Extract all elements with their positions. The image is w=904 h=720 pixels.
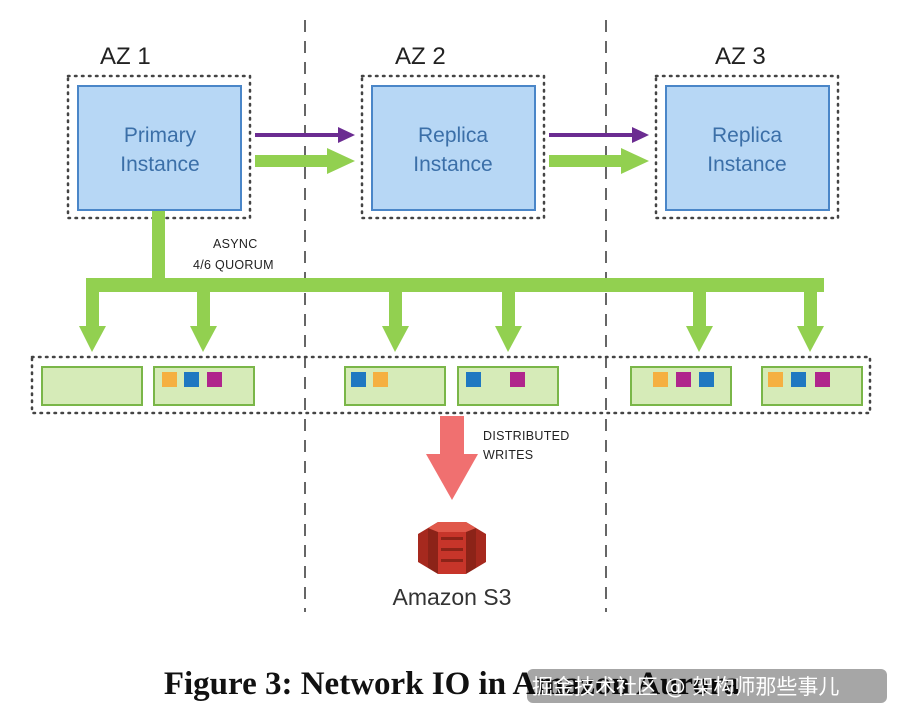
quorum-label-line1: ASYNC: [213, 237, 258, 251]
replica-instance-box-az2: [371, 85, 536, 211]
data-block-blue: [351, 372, 366, 387]
data-blocks: [162, 372, 830, 387]
distributed-writes-arrow: [426, 416, 478, 500]
data-block-orange: [373, 372, 388, 387]
data-block-magenta: [510, 372, 525, 387]
replica-instance-label-line2-az2: Instance: [413, 153, 492, 176]
az-3-instance-container: [654, 74, 840, 220]
green-arrow-az2-az3: [549, 148, 649, 174]
replica-instance-box-az3: [665, 85, 830, 211]
data-block-orange: [768, 372, 783, 387]
data-block-orange: [162, 372, 177, 387]
data-block-blue: [466, 372, 481, 387]
data-block-orange: [653, 372, 668, 387]
watermark-text: 掘金技术社区 @ 架构师那些事儿: [532, 675, 839, 699]
primary-instance-label-line2: Instance: [120, 153, 199, 176]
primary-instance-label-line1: Primary: [124, 124, 197, 147]
replica-instance-label-line1-az2: Replica: [418, 124, 488, 147]
distributed-writes-label-line1: DISTRIBUTED: [483, 429, 570, 443]
figure-caption: Figure 3: Network IO in Amazon Aurora: [164, 666, 740, 702]
quorum-write-tree: [79, 211, 824, 352]
az-3-label: AZ 3: [715, 43, 766, 70]
replica-instance-label-line1-az3: Replica: [712, 124, 782, 147]
green-arrow-az1-az2: [255, 148, 355, 174]
purple-arrow-az2-az3: [549, 127, 649, 143]
az-2-instance-container: [360, 74, 546, 220]
az-2-label: AZ 2: [395, 43, 446, 70]
data-block-magenta: [207, 372, 222, 387]
data-block-magenta: [815, 372, 830, 387]
data-block-blue: [184, 372, 199, 387]
storage-volume-band: [30, 355, 872, 415]
quorum-label-line2: 4/6 QUORUM: [193, 258, 274, 272]
primary-instance-box: [77, 85, 242, 211]
az-1-label: AZ 1: [100, 43, 151, 70]
data-block-blue: [791, 372, 806, 387]
storage-node: [41, 366, 143, 406]
amazon-s3-icon: [418, 522, 486, 574]
data-block-magenta: [676, 372, 691, 387]
purple-arrow-az1-az2: [255, 127, 355, 143]
replica-instance-label-line2-az3: Instance: [707, 153, 786, 176]
data-block-blue: [699, 372, 714, 387]
amazon-s3-label: Amazon S3: [393, 584, 512, 610]
distributed-writes-label-line2: WRITES: [483, 448, 533, 462]
watermark-backdrop: [527, 669, 887, 703]
